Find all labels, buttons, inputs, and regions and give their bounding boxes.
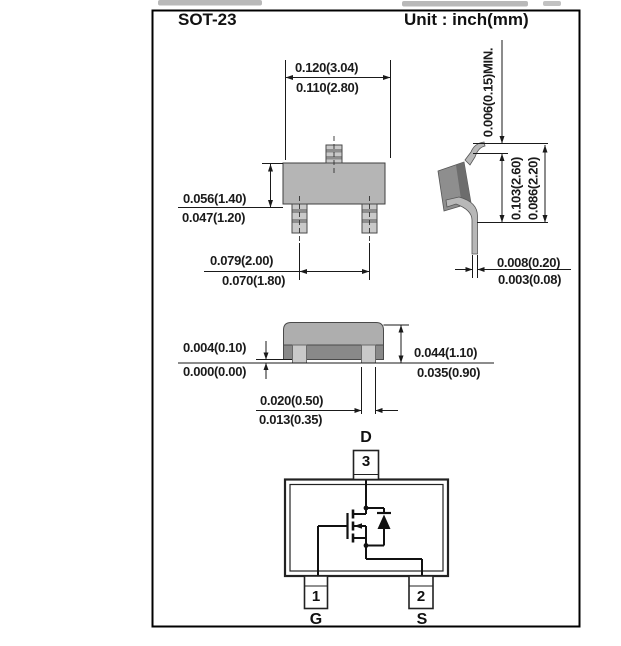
front-view-pin-left — [292, 344, 307, 364]
page-border — [151, 9, 581, 628]
front-view-band — [283, 344, 384, 360]
dim-top-width-max: 0.120(3.04) — [295, 60, 359, 75]
side-view-body-shade — [456, 162, 471, 206]
diode-triangle — [377, 514, 391, 529]
schematic-pin-boxes — [303, 449, 434, 610]
source-junction-dot — [363, 543, 369, 548]
source-label: S — [416, 611, 428, 628]
dim-top-pitch-max: 0.079(2.00) — [210, 253, 274, 268]
dim-front-lead-width-min: 0.013(0.35) — [259, 412, 323, 427]
dim-front-standoff-min: 0.000(0.00) — [183, 364, 247, 379]
dim-side-standoff-min: 0.006(0.15)MIN. — [480, 47, 496, 137]
front-view — [178, 322, 494, 414]
dim-top-depth-max: 0.056(1.40) — [183, 191, 247, 206]
pin1-box — [303, 575, 329, 610]
front-view-body — [283, 322, 384, 346]
side-view-dim-lines — [455, 40, 571, 278]
mosfet-symbol — [346, 505, 369, 548]
drain-junction-dot — [363, 505, 369, 511]
pin2-number: 2 — [416, 588, 426, 605]
dim-front-standoff-max: 0.004(0.10) — [183, 340, 247, 355]
dim-top-pitch-min: 0.070(1.80) — [222, 273, 286, 288]
scan-artifacts — [158, 0, 561, 7]
drain-label: D — [360, 429, 372, 446]
side-view-bottom-lead — [445, 196, 478, 255]
top-view-centerlines — [299, 136, 370, 243]
mosfet-body-arrow — [354, 523, 362, 529]
dim-top-width-min: 0.110(2.80) — [296, 80, 359, 95]
side-view — [437, 40, 571, 278]
dim-front-lead-length-max: 0.044(1.10) — [414, 345, 478, 360]
pin1-number: 1 — [311, 588, 321, 605]
dim-side-lead-thickness-min: 0.003(0.08) — [498, 272, 562, 287]
dim-side-lead-thickness-max: 0.008(0.20) — [497, 255, 561, 270]
top-view — [178, 60, 391, 280]
pin3-number: 3 — [361, 453, 371, 470]
front-view-arrowheads — [263, 325, 404, 413]
pin2-box — [408, 575, 434, 610]
dim-front-lead-length-min: 0.035(0.90) — [417, 365, 481, 380]
schematic — [283, 449, 450, 610]
side-view-arrowheads — [465, 136, 548, 272]
top-view-arrowheads — [268, 75, 391, 274]
front-view-pin-right — [361, 344, 376, 364]
dim-top-depth-min: 0.047(1.20) — [182, 210, 246, 225]
unit-label: Unit : inch(mm) — [404, 10, 529, 29]
dim-front-lead-width-max: 0.020(0.50) — [260, 393, 324, 408]
page-title: SOT-23 — [178, 10, 237, 29]
dim-side-height-min: 0.086(2.20) — [525, 156, 541, 220]
dim-side-height-max: 0.103(2.60) — [508, 156, 524, 220]
gate-label: G — [309, 611, 323, 628]
body-diode — [377, 511, 391, 529]
schematic-wires — [317, 479, 423, 576]
